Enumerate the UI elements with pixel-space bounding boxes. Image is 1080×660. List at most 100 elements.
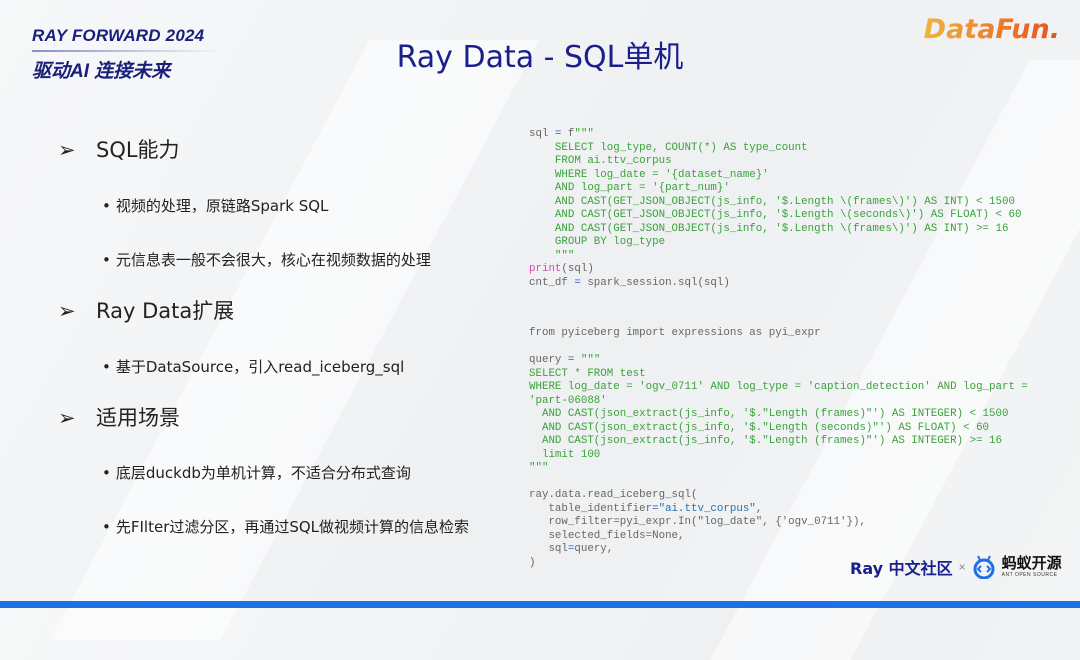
code-line: cnt_df = spark_session.sql(sql) bbox=[529, 277, 1021, 291]
background-decoration bbox=[50, 40, 540, 640]
code-line: ) bbox=[529, 557, 1028, 571]
code-line: WHERE log_date = '{dataset_name}' bbox=[529, 169, 1021, 183]
code-token: WHERE log_date = 'ogv_0711' AND log_type… bbox=[529, 381, 1028, 393]
arrow-bullet-icon: ➢ bbox=[58, 299, 76, 323]
code-token: spark_session.sql(sql) bbox=[580, 276, 730, 289]
code-token: = bbox=[574, 276, 581, 289]
code-line: sql = f""" bbox=[529, 128, 1021, 142]
ray-community-logo: Ray 中文社区 bbox=[850, 559, 953, 578]
code-token: , bbox=[755, 502, 763, 515]
code-line: 'part-06088' bbox=[529, 395, 1028, 409]
code-token: limit 100 bbox=[529, 448, 601, 461]
bullet-item: 底层duckdb为单机计算，不适合分布式查询 bbox=[102, 463, 507, 483]
code-token: (sql) bbox=[561, 263, 594, 275]
code-line: AND CAST(GET_JSON_OBJECT(js_info, '$.Len… bbox=[529, 223, 1021, 237]
code-token: 'part-06088' bbox=[529, 394, 607, 407]
ant-open-source-icon bbox=[973, 555, 995, 579]
code-block-iceberg-sql: from pyiceberg import expressions as pyi… bbox=[529, 327, 1028, 570]
code-token: sql bbox=[529, 128, 555, 140]
code-token: AND CAST(GET_JSON_OBJECT(js_info, '$.Len… bbox=[529, 209, 1022, 221]
code-token: AND CAST(json_extract(js_info, '$."Lengt… bbox=[529, 408, 1009, 420]
code-line: AND CAST(json_extract(js_info, '$."Lengt… bbox=[529, 422, 1028, 436]
event-brand: RAY FORWARD 2024 驱动AI 连接未来 bbox=[32, 26, 222, 83]
code-token: GROUP BY log_type bbox=[529, 236, 666, 248]
code-line: AND CAST(json_extract(js_info, '$."Lengt… bbox=[529, 435, 1028, 449]
arrow-bullet-icon: ➢ bbox=[58, 406, 76, 430]
code-line: SELECT * FROM test bbox=[529, 368, 1028, 382]
code-line: table_identifier="ai.ttv_corpus", bbox=[529, 503, 1028, 517]
code-line: query = """ bbox=[529, 354, 1028, 368]
code-line: selected_fields=None, bbox=[529, 530, 1028, 544]
code-token: """ bbox=[574, 128, 594, 140]
code-line bbox=[529, 476, 1028, 490]
code-token: """ bbox=[529, 462, 549, 474]
bottom-bar bbox=[0, 601, 1080, 608]
code-token: cnt_df bbox=[529, 276, 575, 289]
code-token: from pyiceberg import expressions as pyi… bbox=[529, 327, 821, 339]
code-token: """ bbox=[574, 354, 601, 366]
code-token: print bbox=[529, 263, 562, 275]
code-line: SELECT log_type, COUNT(*) AS type_count bbox=[529, 142, 1021, 156]
heading-text: 适用场景 bbox=[96, 406, 180, 430]
bullet-item: 基于DataSource，引入read_iceberg_sql bbox=[102, 357, 507, 377]
code-line: AND CAST(GET_JSON_OBJECT(js_info, '$.Len… bbox=[529, 209, 1022, 223]
code-token: WHERE log_date = '{dataset_name}' bbox=[529, 168, 769, 181]
ant-cn: 蚂蚁开源 bbox=[1001, 555, 1062, 572]
section-heading: ➢ Ray Data扩展 bbox=[58, 295, 234, 325]
code-line: print(sql) bbox=[529, 263, 1021, 277]
code-line: FROM ai.ttv_corpus bbox=[529, 155, 1021, 169]
datafun-logo: DataFun. bbox=[923, 14, 1060, 45]
code-token: SELECT log_type, COUNT(*) AS type_count bbox=[529, 141, 808, 154]
code-token: row_filter=pyi_expr.In("log_date", {'ogv… bbox=[529, 516, 866, 528]
code-token: = bbox=[567, 543, 575, 555]
code-line: AND log_part = '{part_num}' bbox=[529, 182, 1021, 196]
heading-text: Ray Data扩展 bbox=[96, 299, 235, 323]
bullet-item: 视频的处理，原链路Spark SQL bbox=[102, 196, 507, 216]
bullet-item: 先FIlter过滤分区，再通过SQL做视频计算的信息检索 bbox=[102, 517, 507, 537]
ant-open-source-logo: 蚂蚁开源 ANT OPEN SOURCE bbox=[1002, 556, 1062, 578]
code-line: ray.data.read_iceberg_sql( bbox=[529, 489, 1028, 503]
footer-logos: Ray 中文社区 × 蚂蚁开源 ANT OPEN SOURCE bbox=[850, 555, 1062, 579]
event-slogan: 驱动AI 连接未来 bbox=[32, 61, 171, 82]
code-token: AND log_part = '{part_num}' bbox=[529, 182, 730, 194]
code-token: FROM ai.ttv_corpus bbox=[529, 155, 672, 167]
code-line: sql=query, bbox=[529, 543, 1028, 557]
brand-divider bbox=[32, 50, 222, 52]
code-line: AND CAST(json_extract(js_info, '$."Lengt… bbox=[529, 408, 1028, 422]
code-line: limit 100 bbox=[529, 449, 1028, 463]
code-line: WHERE log_date = 'ogv_0711' AND log_type… bbox=[529, 381, 1028, 395]
code-line: """ bbox=[529, 462, 1028, 476]
code-token: selected_fields=None, bbox=[529, 529, 685, 542]
code-token: """ bbox=[529, 249, 575, 262]
code-line: """ bbox=[529, 250, 1021, 264]
slide-title: Ray Data - SQL单机 bbox=[396, 40, 684, 75]
code-token: AND CAST(GET_JSON_OBJECT(js_info, '$.Len… bbox=[529, 222, 1009, 235]
code-token: AND CAST(json_extract(js_info, '$."Lengt… bbox=[529, 435, 1002, 447]
code-token: table_identifier bbox=[529, 502, 653, 515]
code-token: = bbox=[554, 128, 562, 140]
code-token: = bbox=[567, 354, 575, 366]
code-token: "ai.ttv_corpus" bbox=[658, 502, 756, 515]
code-line: row_filter=pyi_expr.In("log_date", {'ogv… bbox=[529, 516, 1028, 530]
code-line: AND CAST(GET_JSON_OBJECT(js_info, '$.Len… bbox=[529, 196, 1021, 210]
code-token: ) bbox=[529, 556, 536, 569]
code-token: SELECT * FROM test bbox=[529, 367, 646, 380]
ant-en: ANT OPEN SOURCE bbox=[1001, 572, 1058, 578]
heading-text: SQL能力 bbox=[96, 138, 180, 162]
code-token: = bbox=[652, 502, 659, 515]
code-token: AND CAST(json_extract(js_info, '$."Lengt… bbox=[529, 421, 990, 434]
bullet-item: 元信息表一般不会很大，核心在视频数据的处理 bbox=[102, 250, 507, 270]
arrow-bullet-icon: ➢ bbox=[58, 138, 76, 162]
code-line: GROUP BY log_type bbox=[529, 236, 1021, 250]
code-block-spark-sql: sql = f""" SELECT log_type, COUNT(*) AS … bbox=[529, 128, 1021, 290]
code-line: from pyiceberg import expressions as pyi… bbox=[529, 327, 1028, 341]
code-token: f bbox=[561, 128, 575, 140]
code-token: AND CAST(GET_JSON_OBJECT(js_info, '$.Len… bbox=[529, 195, 1015, 208]
code-token: query, bbox=[574, 543, 614, 555]
section-heading: ➢ 适用场景 bbox=[58, 402, 180, 432]
times-sign: × bbox=[958, 560, 966, 574]
event-name: RAY FORWARD 2024 bbox=[32, 26, 205, 45]
code-token: sql bbox=[529, 543, 568, 555]
code-line bbox=[529, 341, 1028, 355]
section-heading: ➢ SQL能力 bbox=[58, 134, 180, 164]
